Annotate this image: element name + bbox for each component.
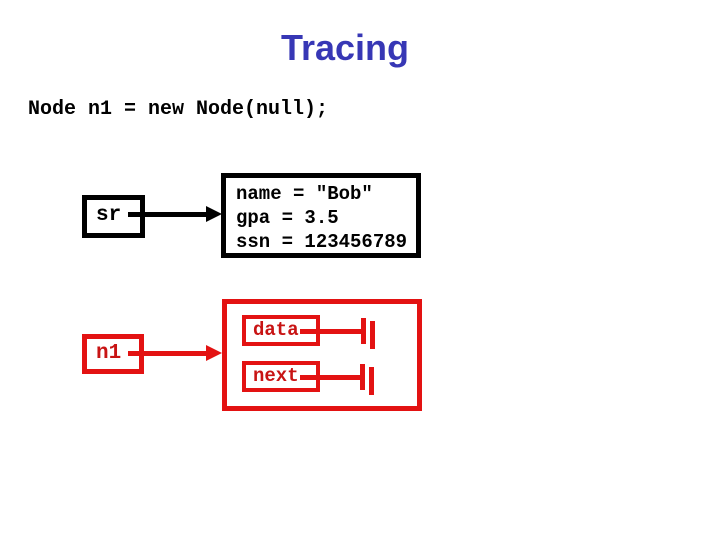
node-object-box [222, 299, 422, 411]
n1-variable-label: n1 [96, 342, 122, 365]
arrowhead-icon [206, 206, 222, 222]
next-field-box: next [242, 361, 320, 392]
slide-title: Tracing [280, 27, 410, 68]
student-object-fields: name = "Bob" gpa = 3.5 ssn = 123456789 [226, 178, 416, 254]
n1-pointer-line [128, 351, 210, 356]
sr-pointer-line [128, 212, 210, 217]
student-field-ssn: ssn = 123456789 [236, 231, 408, 253]
n1-variable-box: n1 [82, 334, 144, 374]
student-field-name: name = "Bob" [236, 183, 373, 205]
student-object-box: name = "Bob" gpa = 3.5 ssn = 123456789 [221, 173, 421, 258]
code-statement: Node n1 = new Node(null); [28, 98, 329, 121]
data-pointer-line [300, 329, 362, 334]
next-field-label: next [253, 365, 299, 387]
sr-variable-box: sr [82, 195, 145, 238]
data-field-label: data [253, 319, 299, 341]
arrowhead-icon [206, 345, 222, 361]
data-field-box: data [242, 315, 320, 346]
sr-variable-label: sr [96, 204, 122, 227]
next-pointer-line [300, 375, 361, 380]
student-field-gpa: gpa = 3.5 [236, 207, 339, 229]
